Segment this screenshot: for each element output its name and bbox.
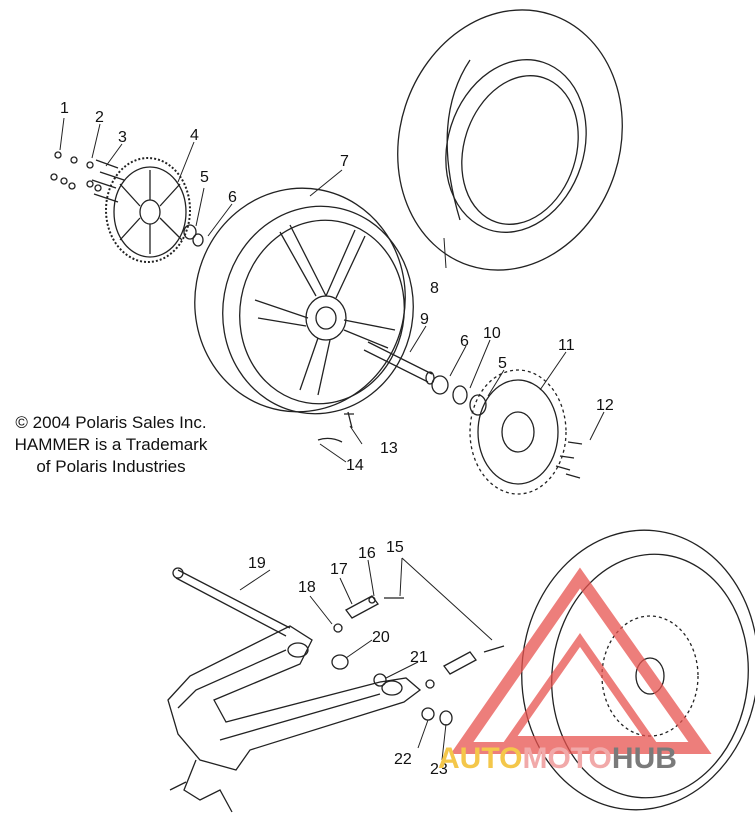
watermark-logo-icon <box>450 567 712 754</box>
callout-18: 18 <box>298 579 316 596</box>
copyright-line-1: © 2004 Polaris Sales Inc. <box>15 413 207 432</box>
callout-17: 17 <box>330 561 348 578</box>
copyright-notice: © 2004 Polaris Sales Inc. HAMMER is a Tr… <box>4 412 218 478</box>
axle-part-9 <box>363 341 435 385</box>
tire-part-8 <box>397 9 623 271</box>
fasteners-1-2-3 <box>50 151 125 203</box>
wheel-weight-part-14 <box>317 437 343 443</box>
brake-disc-part-11 <box>469 369 567 495</box>
callout-2: 2 <box>95 109 104 126</box>
callout-15: 15 <box>386 539 404 556</box>
bearing-part-6 <box>192 233 204 247</box>
sprocket-part-4 <box>105 157 191 263</box>
copyright-line-3: of Polaris Industries <box>36 457 186 476</box>
callout-20: 20 <box>372 629 390 646</box>
seal-part-5b <box>469 394 487 416</box>
watermark-part-2: MOTO <box>522 742 612 775</box>
callout-14: 14 <box>346 457 364 474</box>
copyright-line-2: HAMMER is a Trademark <box>14 435 208 454</box>
callout-22: 22 <box>394 751 412 768</box>
swingarm-pivot-bolt-part-19 <box>172 567 291 637</box>
callout-11: 11 <box>558 337 575 354</box>
valve-stem-part-13 <box>344 411 354 429</box>
callout-19: 19 <box>248 555 266 572</box>
callout-6b: 6 <box>460 333 469 350</box>
watermark-text: AUTOMOTOHUB <box>438 742 677 776</box>
bearing-part-6b <box>431 375 449 395</box>
callout-6a: 6 <box>228 189 237 206</box>
callout-1: 1 <box>60 100 69 117</box>
leader-lines <box>59 117 605 761</box>
callout-12: 12 <box>596 397 614 414</box>
watermark-part-1: AUTO <box>438 742 523 775</box>
callout-5a: 5 <box>200 169 209 186</box>
wheel-rim-part-7 <box>194 187 414 415</box>
callout-16: 16 <box>358 545 376 562</box>
callout-10: 10 <box>483 325 501 342</box>
swingarm <box>167 625 422 813</box>
callout-21: 21 <box>410 649 428 666</box>
callout-7: 7 <box>340 153 349 170</box>
callout-8: 8 <box>430 280 439 297</box>
assembled-wheel <box>521 529 755 811</box>
callout-4: 4 <box>190 127 199 144</box>
callout-5b: 5 <box>498 355 507 372</box>
washer-part-5 <box>183 224 197 240</box>
bolts-part-12 <box>555 441 583 479</box>
watermark-part-3: HUB <box>611 742 677 775</box>
callout-13: 13 <box>380 440 398 457</box>
callout-9: 9 <box>420 311 429 328</box>
callout-3: 3 <box>118 129 127 146</box>
clip-part-10 <box>452 385 468 405</box>
chain-adjuster-parts <box>331 595 505 726</box>
callout-23: 23 <box>430 761 448 778</box>
